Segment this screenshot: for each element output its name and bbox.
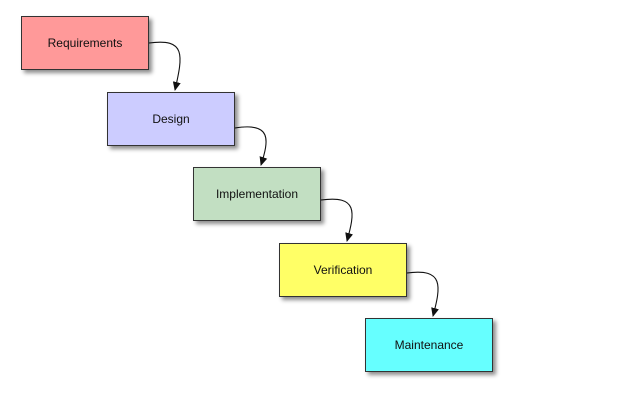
connector-requirements-design	[148, 41, 181, 91]
connector-design-implementation	[234, 126, 268, 166]
stage-verification-label: Verification	[313, 263, 373, 277]
stage-verification-box: Verification	[279, 243, 407, 297]
connector-implementation-verification	[320, 198, 353, 242]
stage-maintenance-box: Maintenance	[365, 318, 493, 372]
connector-verification-maintenance	[406, 271, 439, 317]
stage-design-box: Design	[107, 92, 235, 146]
stage-implementation-box: Implementation	[193, 167, 321, 221]
stage-requirements-label: Requirements	[47, 36, 123, 50]
stage-design-label: Design	[152, 112, 190, 126]
stage-maintenance-label: Maintenance	[394, 338, 464, 352]
stage-implementation-label: Implementation	[215, 187, 299, 201]
stage-requirements-box: Requirements	[21, 16, 149, 70]
